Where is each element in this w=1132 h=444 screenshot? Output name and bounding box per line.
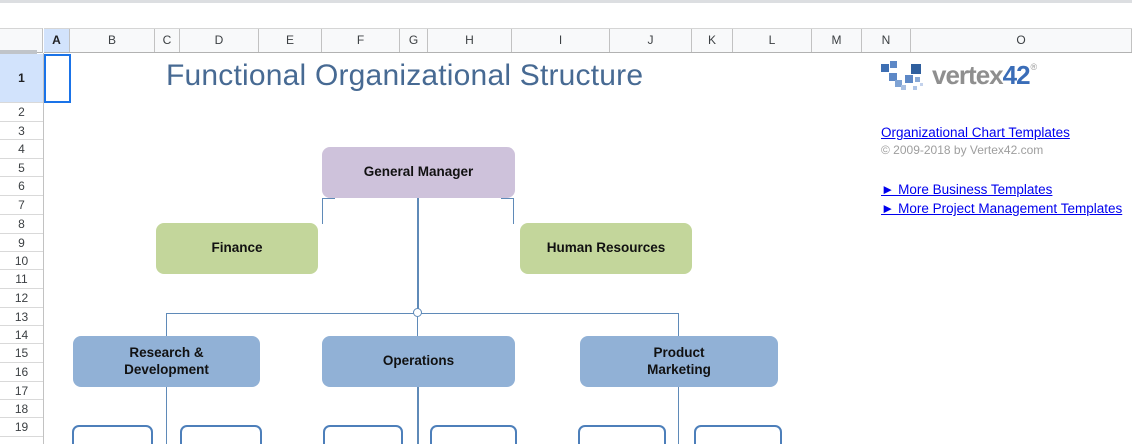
link-more-project-management-templates[interactable]: ► More Project Management Templates xyxy=(881,201,1123,216)
column-header-M[interactable]: M xyxy=(812,29,862,52)
row-header-3[interactable]: 3 xyxy=(0,122,43,140)
connector-line-10 xyxy=(417,387,419,444)
org-node-sub-1[interactable] xyxy=(72,425,153,444)
corner-notch xyxy=(0,50,37,54)
connector-line-7 xyxy=(417,317,418,336)
connector-line-1 xyxy=(322,198,335,199)
row-header-13[interactable]: 13 xyxy=(0,308,43,326)
toolbar-divider xyxy=(0,0,1132,3)
column-header-O[interactable]: O xyxy=(911,29,1132,52)
row-header-16[interactable]: 16 xyxy=(0,363,43,382)
row-header-1[interactable]: 1 xyxy=(0,54,43,103)
row-header-17[interactable]: 17 xyxy=(0,382,43,400)
row-header-11[interactable]: 11 xyxy=(0,270,43,289)
connector-line-9 xyxy=(166,387,167,444)
column-header-L[interactable]: L xyxy=(733,29,812,52)
column-header-B[interactable]: B xyxy=(70,29,155,52)
org-node-research-development[interactable]: Research & Development xyxy=(73,336,260,387)
connector-junction-circle xyxy=(413,308,422,317)
column-header-J[interactable]: J xyxy=(610,29,692,52)
connector-line-4 xyxy=(513,198,514,224)
column-header-G[interactable]: G xyxy=(400,29,428,52)
column-header-F[interactable]: F xyxy=(322,29,400,52)
connector-line-0 xyxy=(417,198,419,309)
org-node-human-resources[interactable]: Human Resources xyxy=(520,223,692,274)
org-node-sub-4[interactable] xyxy=(430,425,517,444)
org-node-product-marketing[interactable]: Product Marketing xyxy=(580,336,778,387)
org-node-sub-2[interactable] xyxy=(180,425,262,444)
row-header-7[interactable]: 7 xyxy=(0,196,43,215)
row-header-8[interactable]: 8 xyxy=(0,215,43,234)
copyright-text: © 2009-2018 by Vertex42.com xyxy=(881,143,1044,157)
logo-number: 42 xyxy=(1002,60,1031,90)
select-all-corner[interactable] xyxy=(0,28,43,53)
column-header-E[interactable]: E xyxy=(259,29,322,52)
connector-line-3 xyxy=(501,198,514,199)
row-header-19[interactable]: 19 xyxy=(0,418,43,437)
vertex42-logo-mark xyxy=(881,61,923,90)
link-more-business-templates[interactable]: ► More Business Templates xyxy=(881,182,1053,197)
row-header-2[interactable]: 2 xyxy=(0,103,43,122)
active-cell-a1[interactable] xyxy=(44,54,71,103)
org-node-finance[interactable]: Finance xyxy=(156,223,318,274)
row-header-12[interactable]: 12 xyxy=(0,289,43,308)
row-header-6[interactable]: 6 xyxy=(0,177,43,196)
column-header-H[interactable]: H xyxy=(428,29,512,52)
row-header-5[interactable]: 5 xyxy=(0,159,43,177)
registered-mark: ® xyxy=(1030,62,1038,72)
column-header-N[interactable]: N xyxy=(862,29,911,52)
connector-line-5 xyxy=(166,313,679,314)
column-header-C[interactable]: C xyxy=(155,29,180,52)
org-node-sub-3[interactable] xyxy=(323,425,403,444)
org-node-general-manager[interactable]: General Manager xyxy=(322,147,515,198)
column-header-D[interactable]: D xyxy=(180,29,259,52)
connector-line-8 xyxy=(678,313,679,336)
connector-line-11 xyxy=(678,387,679,444)
link-org-chart-templates[interactable]: Organizational Chart Templates xyxy=(881,125,1070,140)
org-node-sub-6[interactable] xyxy=(694,425,782,444)
sheet-title: Functional Organizational Structure xyxy=(166,59,644,92)
row-header-14[interactable]: 14 xyxy=(0,326,43,344)
connector-line-6 xyxy=(166,313,167,336)
row-header-15[interactable]: 15 xyxy=(0,344,43,363)
column-header-A[interactable]: A xyxy=(44,29,70,52)
row-header-18[interactable]: 18 xyxy=(0,400,43,418)
row-header-9[interactable]: 9 xyxy=(0,234,43,252)
column-header-I[interactable]: I xyxy=(512,29,610,52)
column-header-K[interactable]: K xyxy=(692,29,733,52)
connector-line-2 xyxy=(322,198,323,224)
row-header-4[interactable]: 4 xyxy=(0,140,43,159)
logo-word: vertex xyxy=(932,60,1004,90)
org-node-operations[interactable]: Operations xyxy=(322,336,515,387)
org-node-sub-5[interactable] xyxy=(578,425,666,444)
row-header-10[interactable]: 10 xyxy=(0,252,43,270)
